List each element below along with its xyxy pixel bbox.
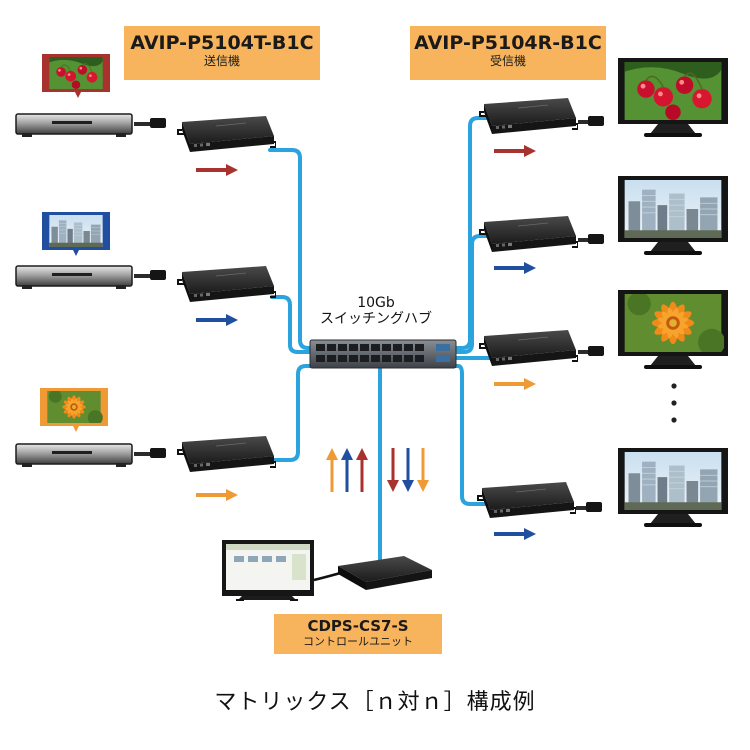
receiver-model: AVIP-P5104R-B1C <box>414 32 602 54</box>
monitor-icon <box>618 176 728 255</box>
red-signal-arrow <box>494 145 536 157</box>
cherry-thumbnail-icon <box>42 54 110 98</box>
diagram-caption: マトリックス［ｎ対ｎ］構成例 <box>214 690 536 715</box>
transmitter-role: 送信機 <box>203 54 240 68</box>
source-3 <box>15 388 276 501</box>
extender-unit-icon <box>478 96 578 136</box>
receiver-4 <box>476 448 728 540</box>
switch-name: スイッチングハブ <box>320 311 432 327</box>
controller-label: CDPS-CS7-S コントロールユニット <box>274 614 442 654</box>
blue-signal-arrow <box>494 262 536 274</box>
extender-unit-icon <box>176 434 276 474</box>
extender-unit-icon <box>478 214 578 254</box>
controller-model: CDPS-CS7-S <box>307 617 409 635</box>
media-player-icon <box>15 265 133 290</box>
extender-unit-icon <box>478 328 578 368</box>
receiver-role: 受信機 <box>489 54 526 68</box>
control-unit-icon <box>338 556 432 590</box>
control-up-arrows <box>326 448 368 492</box>
extender-unit-icon <box>176 264 276 304</box>
control-pc-monitor-icon <box>222 540 314 601</box>
flower-thumbnail-icon <box>40 388 108 432</box>
monitor-icon <box>618 58 728 137</box>
network-switch-icon <box>309 339 457 369</box>
media-player-icon <box>15 113 133 138</box>
monitor-icon <box>618 448 728 527</box>
red-signal-arrow <box>196 164 238 176</box>
source-1 <box>15 54 276 176</box>
blue-signal-arrow <box>494 528 536 540</box>
network-cables <box>268 116 492 562</box>
extender-unit-icon <box>476 480 576 520</box>
controller-role: コントロールユニット <box>303 635 413 648</box>
blue-signal-arrow <box>196 314 238 326</box>
control-down-arrows <box>387 448 429 492</box>
orange-signal-arrow <box>494 378 536 390</box>
transmitter-model: AVIP-P5104T-B1C <box>130 32 314 54</box>
switch-label: 10Gb スイッチングハブ <box>296 295 456 327</box>
monitor-icon <box>618 290 728 369</box>
extender-unit-icon <box>176 114 276 154</box>
receiver-3 <box>478 290 728 390</box>
switch-speed: 10Gb <box>357 295 395 311</box>
transmitter-label: AVIP-P5104T-B1C 送信機 <box>124 26 320 80</box>
receiver-2 <box>478 176 728 274</box>
source-2 <box>15 212 276 326</box>
more-receivers-ellipsis <box>671 383 677 423</box>
receiver-1 <box>478 58 728 157</box>
orange-signal-arrow <box>196 489 238 501</box>
media-player-icon <box>15 443 133 468</box>
receiver-label: AVIP-P5104R-B1C 受信機 <box>410 26 606 80</box>
city-thumbnail-icon <box>42 212 110 256</box>
